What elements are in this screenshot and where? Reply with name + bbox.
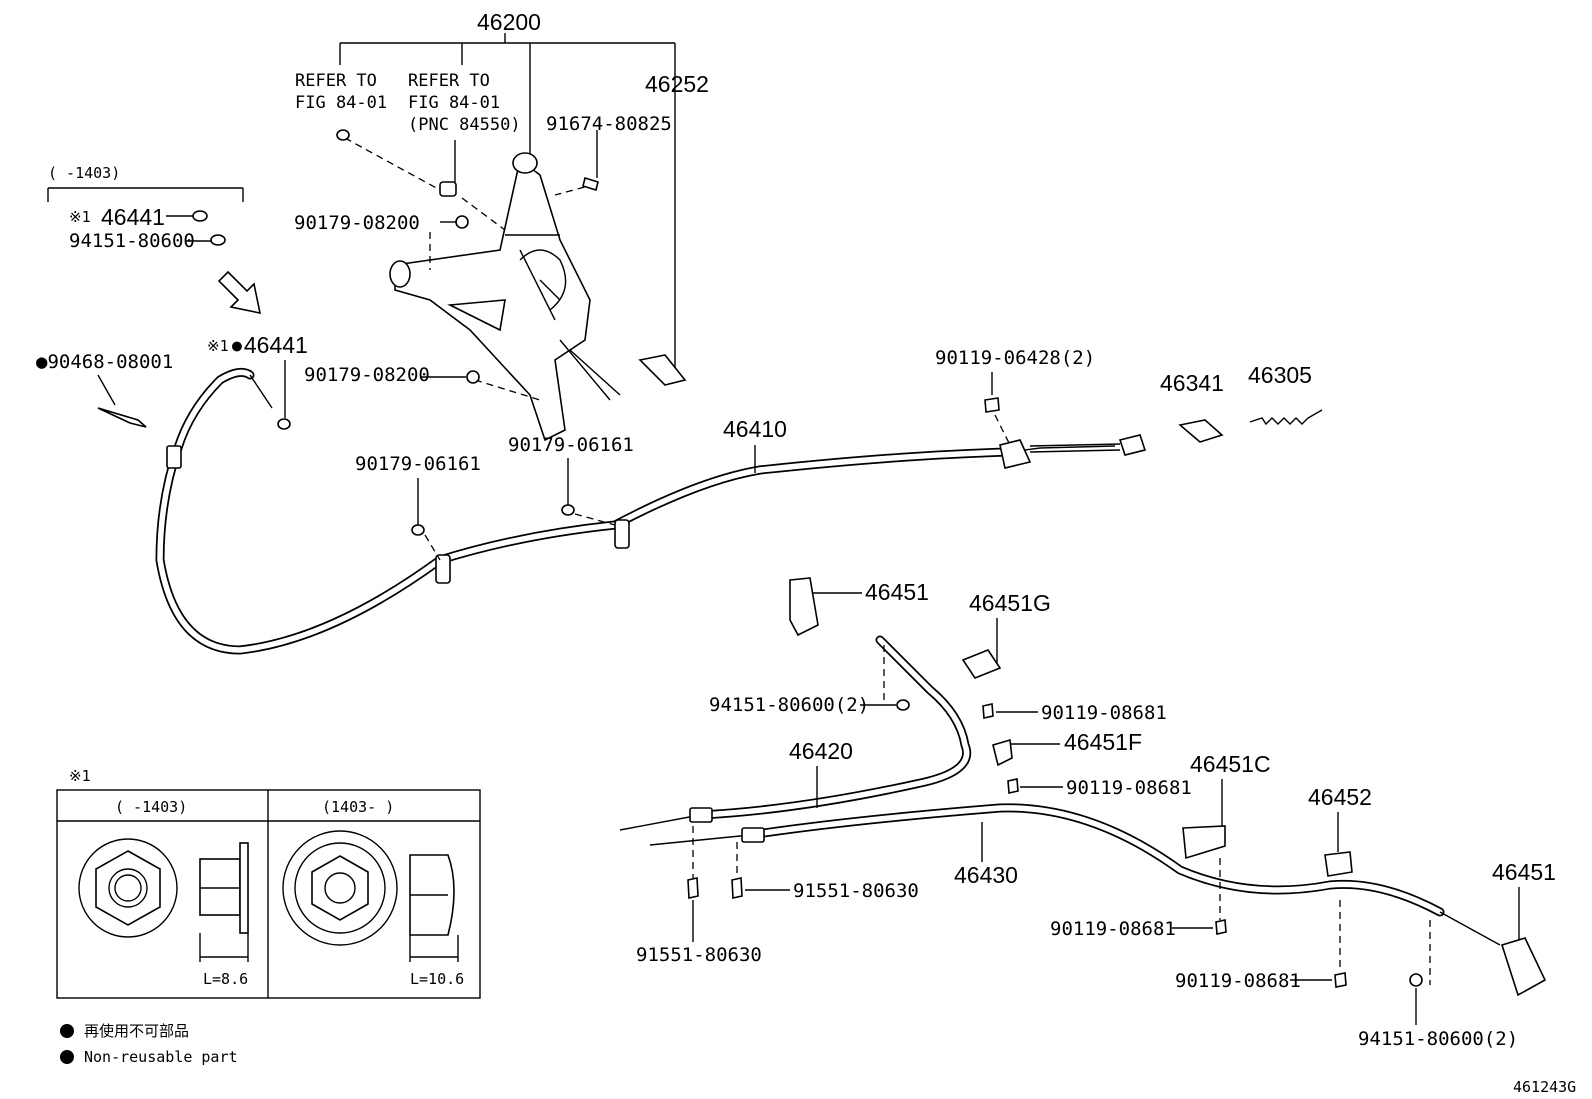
part-number-94151-80600: 94151-80600	[69, 230, 195, 252]
bracket-46451-b-icon	[1500, 937, 1547, 997]
arrow-down-right-icon	[217, 270, 262, 315]
bolt-90119-08681-a-icon	[982, 703, 994, 719]
inset-right-length: L=10.6	[410, 970, 464, 988]
refer-note-1-line1: REFER TO	[295, 71, 377, 91]
clip-46451F-icon	[992, 738, 1013, 767]
refer-note-1-line2: FIG 84-01	[295, 93, 387, 113]
part-number-46451G: 46451G	[969, 590, 1051, 616]
bracket-46451C-icon	[1182, 825, 1226, 860]
bracket-46451-a-icon	[789, 577, 819, 637]
part-number-91551-80630-b: 91551-80630	[793, 880, 919, 902]
pedal-fasteners	[336, 129, 687, 386]
bolt-90119-08681-b-icon	[1007, 778, 1019, 794]
inset-left-header: ( -1403)	[115, 798, 187, 816]
bolt-90179-06161-b-icon	[561, 504, 575, 516]
part-number-46430: 46430	[954, 862, 1018, 888]
non-reusable-bullet-icon	[60, 1024, 74, 1038]
part-number-46252: 46252	[645, 71, 709, 97]
bolt-90119-08681-d-icon	[1334, 972, 1347, 988]
inset-mark: ※1	[69, 767, 91, 785]
rear-cable-46420	[619, 635, 971, 831]
bolt-90179-06161-a-icon	[411, 524, 425, 536]
part-number-90179-06161-a: 90179-06161	[355, 453, 481, 475]
part-number-46305: 46305	[1248, 362, 1312, 388]
part-number-90119-08681-c: 90119-08681	[1050, 918, 1176, 940]
part-number-46451-a: 46451	[865, 579, 929, 605]
refer-note-2-line1: REFER TO	[408, 71, 490, 91]
bolt-91551-80630-b-icon	[731, 877, 743, 899]
part-number-91674-80825: 91674-80825	[546, 113, 672, 135]
part-number-46452: 46452	[1308, 784, 1372, 810]
part-number-46341: 46341	[1160, 370, 1224, 396]
part-number-94151-80600-2b: 94151-80600(2)	[1358, 1028, 1518, 1050]
clip-90468-icon	[97, 407, 147, 428]
parking-brake-pedal-assembly	[344, 137, 621, 442]
inset-left-length: L=8.6	[203, 970, 248, 988]
nut-94151-80600-b-icon	[1409, 973, 1423, 987]
inset-right-header: (1403- )	[322, 798, 394, 816]
part-number-46451F: 46451F	[1064, 729, 1142, 755]
nut-94151-80600-a-icon	[896, 699, 910, 711]
front-cable-46410	[155, 367, 1147, 655]
legend-english: Non-reusable part	[84, 1048, 238, 1066]
part-number-94151-80600-2a: 94151-80600(2)	[709, 694, 869, 716]
legend-japanese: 再使用不可部品	[84, 1022, 189, 1040]
bracket-46451G-icon	[961, 649, 1002, 679]
part-number-91551-80630-a: 91551-80630	[636, 944, 762, 966]
bolt-91551-80630-a-icon	[687, 877, 699, 899]
part-number-90179-08200-b: 90179-08200	[304, 364, 430, 386]
bolt-90119-08681-c-icon	[1215, 919, 1227, 935]
nut-94151-icon	[210, 234, 226, 246]
upper-left-range-bracket	[47, 187, 244, 202]
range-label-top: ( -1403)	[48, 164, 120, 182]
part-number-90119-08681-a: 90119-08681	[1041, 702, 1167, 724]
refer-note-2-line3: (PNC 84550)	[408, 115, 521, 135]
part-number-46441-b: ●46441	[230, 332, 308, 358]
part-number-90179-06161-b: 90179-06161	[508, 434, 634, 456]
note-mark-1b: ※1	[207, 337, 229, 355]
part-number-90179-08200-a: 90179-08200	[294, 212, 420, 234]
part-number-46441-a: 46441	[101, 204, 165, 230]
note-mark-1: ※1	[69, 208, 91, 226]
part-46341-icon	[1178, 419, 1224, 443]
clamp-46452-icon	[1324, 851, 1353, 877]
nut-46441-b-icon	[277, 418, 291, 430]
nut-46441-icon	[192, 210, 208, 222]
figure-code: 461243G	[1513, 1078, 1576, 1096]
part-number-46451C: 46451C	[1190, 751, 1271, 777]
part-number-46451-b: 46451	[1492, 859, 1556, 885]
part-number-90119-08681-d: 90119-08681	[1175, 970, 1301, 992]
non-reusable-bullet-icon-2	[60, 1050, 74, 1064]
part-number-46410: 46410	[723, 416, 787, 442]
refer-note-2-line2: FIG 84-01	[408, 93, 500, 113]
assembly-46200-bracket	[339, 33, 676, 375]
part-number-90468-08001: ●90468-08001	[36, 351, 173, 373]
spring-46305-icon	[1249, 409, 1323, 426]
rear-cable-46430	[649, 803, 1445, 917]
part-number-90119-08681-b: 90119-08681	[1066, 777, 1192, 799]
bolt-90119-06428-icon	[984, 397, 1000, 413]
inset-nut-comparison	[56, 789, 481, 999]
part-number-46420: 46420	[789, 738, 853, 764]
part-number-90119-06428: 90119-06428(2)	[935, 347, 1095, 369]
part-number-46200: 46200	[477, 9, 541, 35]
